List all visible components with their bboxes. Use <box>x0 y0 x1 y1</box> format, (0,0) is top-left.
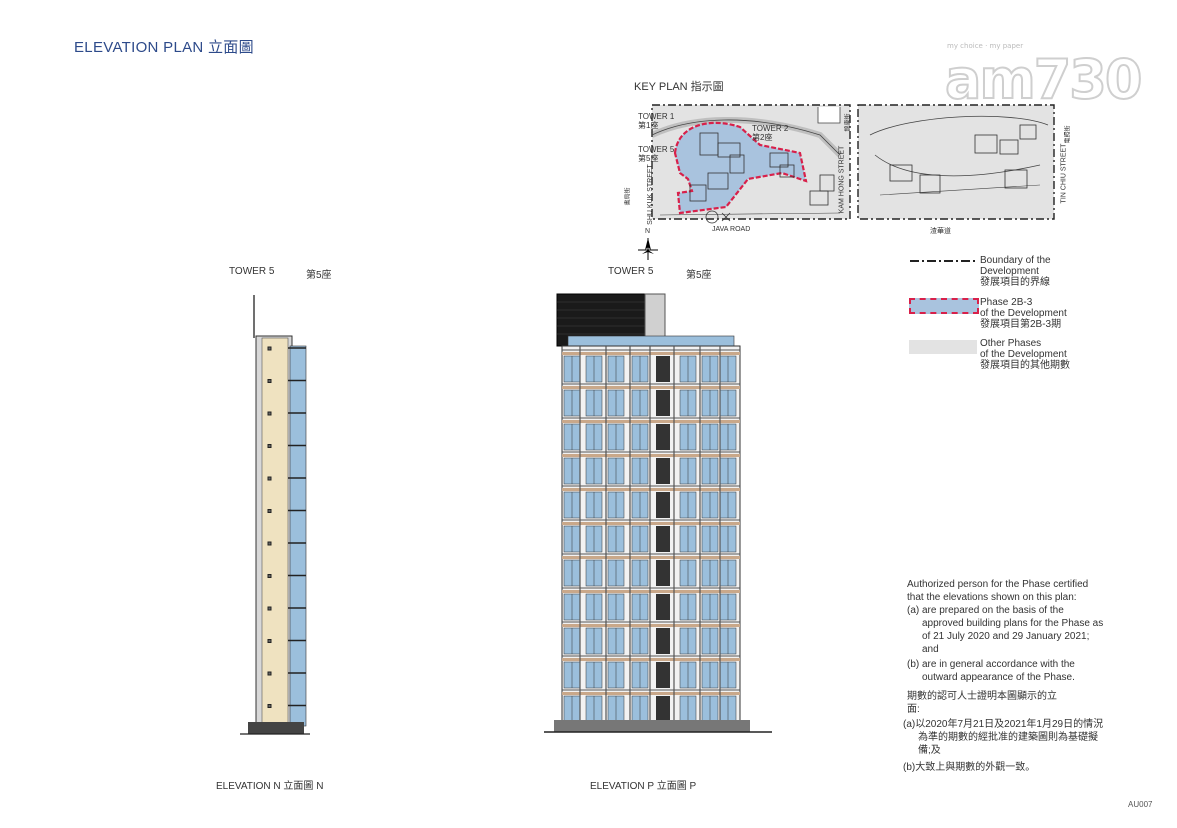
logo-wordmark: am730 <box>944 47 1143 112</box>
street-label-java-road: JAVA ROAD <box>712 226 751 233</box>
key-plan-title: KEY PLAN 指示圖 <box>634 81 724 93</box>
page-title: ELEVATION PLAN 立面圖 <box>74 39 254 56</box>
certification-note: Authorized person for the Phase certifie… <box>903 578 1107 774</box>
page-code: AU007 <box>1128 800 1153 809</box>
legend-boundary-label: Boundary of the Development 發展項目的界線 <box>980 255 1051 288</box>
am730-logo: my choice · my paper am730 <box>944 30 1143 112</box>
phase-2b3-boundary <box>673 121 808 215</box>
cert-item-a: (a) are prepared on the basis of the app… <box>907 605 1104 655</box>
key-plan-buildings <box>689 124 1037 206</box>
cert-zh-a: (a)以2020年7月21日及2021年1月29日的情況為準的期數的經批准的建築… <box>903 719 1104 756</box>
cert-zh-intro: 期數的認可人士證明本圖顯示的立面: <box>907 691 1057 715</box>
logo-tagline: my choice · my paper <box>947 42 1024 50</box>
street-label-tin-chu: TIN CHIU STREET <box>1060 143 1068 204</box>
legend-boundary-swatch <box>910 260 978 262</box>
cert-zh-b: (b)大致上與期數的外觀一致。 <box>903 762 1036 773</box>
elevation-n-drawing <box>240 295 310 735</box>
cert-item-b: (b) are in general accordance with the o… <box>907 659 1075 683</box>
right-tower-label-zh: 第5座 <box>686 270 712 281</box>
legend-other-label: Other Phases of the Development 發展項目的其他期… <box>980 338 1070 371</box>
legend-phase-swatch <box>909 298 979 314</box>
legend-other-swatch <box>909 340 977 354</box>
street-label-shu-kuk: SHU KUK STREET <box>646 164 654 225</box>
left-tower-label: TOWER 5 <box>229 266 275 277</box>
street-label-java-road-zh: 渣華道 <box>930 228 951 235</box>
key-plan-map <box>638 104 1055 260</box>
legend-phase-label: Phase 2B-3 of the Development 發展項目第2B-3期 <box>980 297 1067 330</box>
street-label-kam-hong: KAM HONG STREET <box>838 145 846 214</box>
right-tower-label: TOWER 5 <box>608 266 654 277</box>
elevation-p-caption: ELEVATION P 立面圖 P <box>590 781 697 792</box>
key-plan-right-site <box>857 104 1055 220</box>
north-label: N <box>645 228 651 235</box>
street-label-shu-kuk-zh: 書局街 <box>625 187 632 206</box>
street-label-kam-hong-zh: 錦康街 <box>845 113 852 132</box>
elevation-p-drawing <box>544 293 772 733</box>
left-tower-label-zh: 第5座 <box>306 270 332 281</box>
cert-intro: Authorized person for the Phase certifie… <box>907 579 1089 603</box>
north-arrow-icon <box>638 238 658 260</box>
street-label-tin-chu-zh: 電照街 <box>1065 125 1072 144</box>
elevation-n-caption: ELEVATION N 立面圖 N <box>216 781 324 792</box>
